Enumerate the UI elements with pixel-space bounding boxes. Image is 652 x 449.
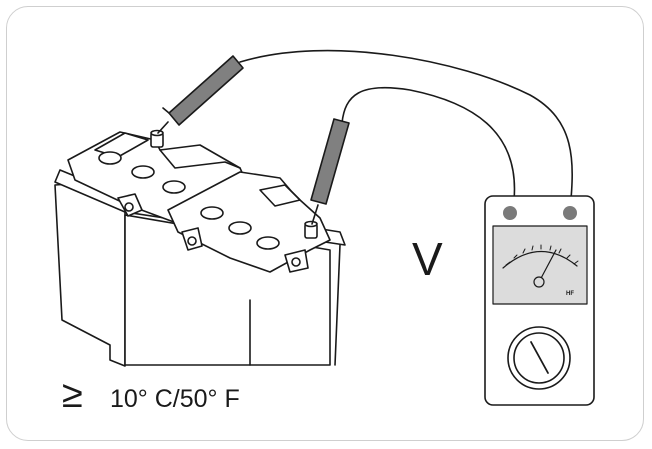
- meter-brand-label: HF: [566, 291, 574, 297]
- battery-terminal-negative: [304, 220, 318, 239]
- greater-equal-symbol: ≥: [62, 374, 83, 416]
- probe-tip-red: [157, 121, 169, 134]
- lead-wire-red: [239, 49, 573, 211]
- meter-gauge-pivot: [533, 276, 545, 288]
- voltage-symbol: V: [412, 233, 443, 285]
- battery-cap-5: [228, 221, 252, 235]
- battery-cap-4: [200, 206, 224, 220]
- meter-terminal-red: [563, 206, 577, 220]
- probe-tip-black: [311, 204, 319, 225]
- probe-black: [310, 118, 350, 205]
- battery-cap-2: [131, 165, 155, 179]
- meter-gauge-needle: [538, 249, 557, 283]
- meter-selector-pointer: [530, 341, 549, 374]
- temperature-requirement-label: 10° C/50° F: [110, 385, 240, 413]
- meter-gauge-face: [492, 225, 588, 305]
- probe-red: [168, 55, 244, 126]
- test-probes: [168, 55, 350, 205]
- voltmeter: [484, 195, 595, 406]
- battery: [54, 129, 346, 367]
- battery-cap-1: [98, 151, 122, 165]
- battery-terminal-positive: [150, 129, 164, 148]
- battery-cap-3: [162, 180, 186, 194]
- battery-cap-6: [256, 236, 280, 250]
- lead-wire-black: [341, 86, 516, 201]
- meter-terminal-black: [503, 206, 517, 220]
- meter-gauge-ticks: [505, 244, 579, 266]
